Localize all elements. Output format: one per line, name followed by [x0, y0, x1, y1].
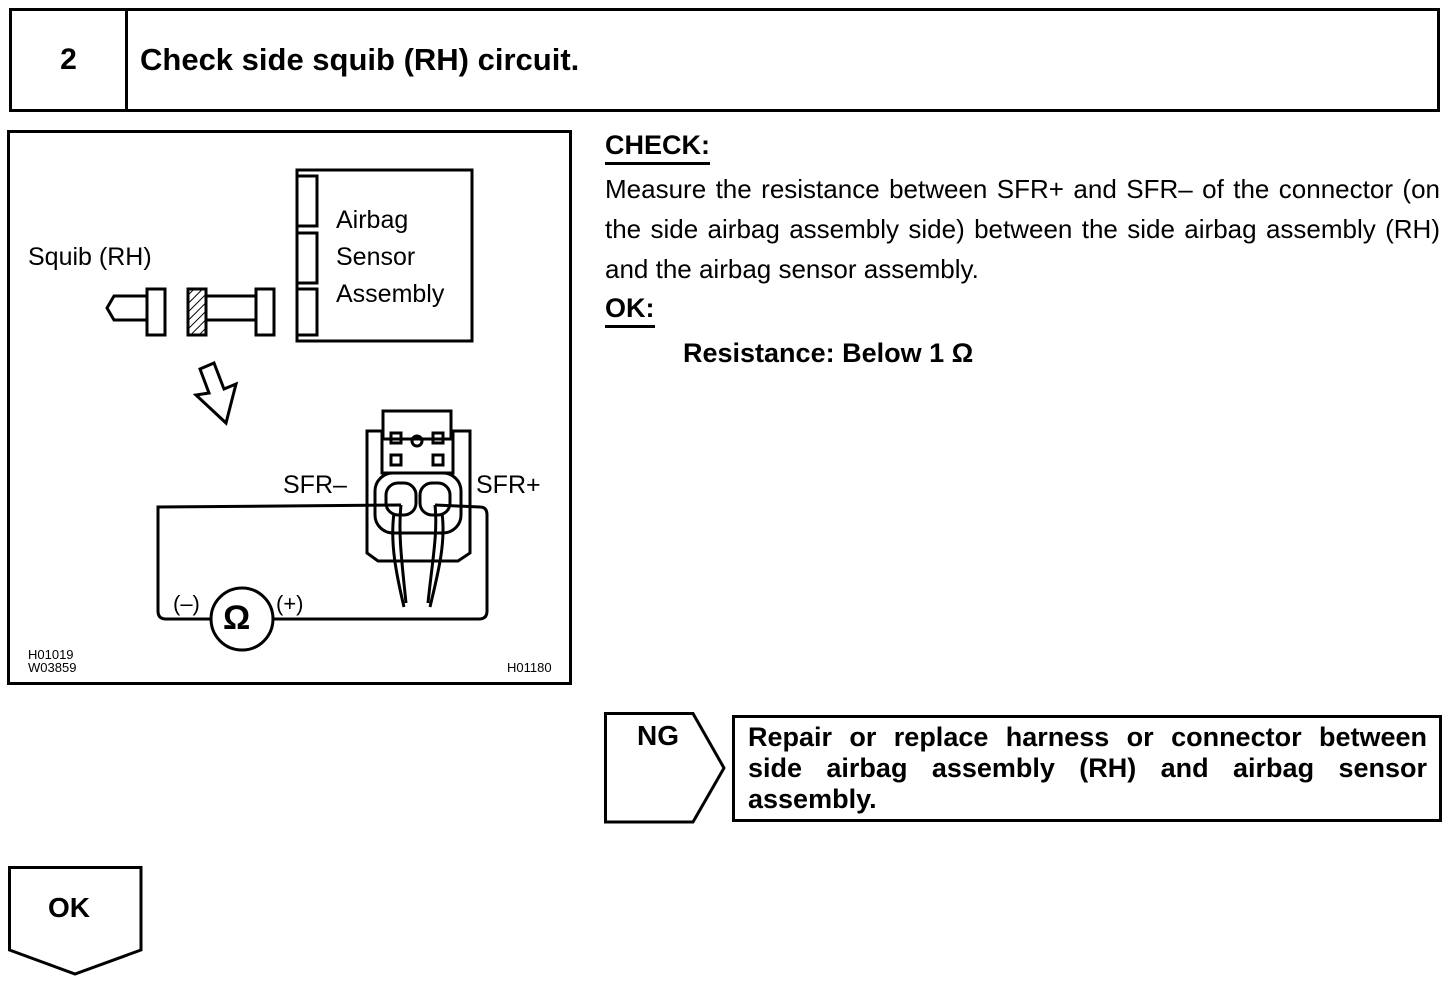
ohm-symbol: Ω [223, 599, 251, 637]
check-block: CHECK: Measure the resistance between SF… [605, 128, 1440, 369]
sensor-label-line-2: Sensor [336, 243, 416, 271]
step-title: Check side squib (RH) circuit. [140, 42, 580, 77]
meter-minus-label: (–) [173, 591, 200, 616]
meter-plus-label: (+) [276, 591, 304, 616]
resistance-spec: Resistance: Below 1 Ω [683, 338, 974, 368]
meter-lead-minus [156, 503, 402, 621]
terminal-plus-label: SFR+ [476, 471, 541, 499]
down-arrow-icon [192, 361, 239, 426]
check-heading: CHECK: [605, 128, 710, 165]
figure-code-3: H01180 [507, 660, 552, 675]
connector-diagram [105, 168, 489, 652]
ng-label: NG [637, 720, 679, 751]
meter-lead-plus [272, 503, 489, 621]
sensor-label-line-3: Assembly [336, 280, 445, 308]
connector-housing-icon [381, 409, 453, 441]
wiring-illustration: Squib (RH) Airbag Sensor Assembly SFR– S… [7, 130, 572, 685]
figure-code-2: W03859 [28, 660, 77, 675]
step-header: 2 Check side squib (RH) circuit. [9, 8, 1440, 112]
figure-code-1: H01019 [28, 647, 74, 662]
ok-arrow-icon [8, 866, 143, 976]
step-number: 2 [12, 11, 128, 109]
ng-action: Repair or replace harness or connector b… [732, 715, 1442, 822]
ng-arrow-icon [604, 712, 726, 824]
terminal-minus-label: SFR– [283, 471, 347, 499]
ok-label: OK [48, 892, 90, 923]
check-instruction: Measure the resistance between SFR+ and … [605, 174, 1440, 284]
squib-connector-icon [145, 287, 167, 337]
squib-label: Squib (RH) [28, 243, 152, 271]
ok-heading: OK: [605, 291, 655, 328]
ohmmeter-icon [209, 586, 275, 652]
sensor-label-line-1: Airbag [336, 206, 409, 234]
squib-plug-icon [105, 294, 147, 322]
harness-connector-icon [186, 287, 208, 337]
